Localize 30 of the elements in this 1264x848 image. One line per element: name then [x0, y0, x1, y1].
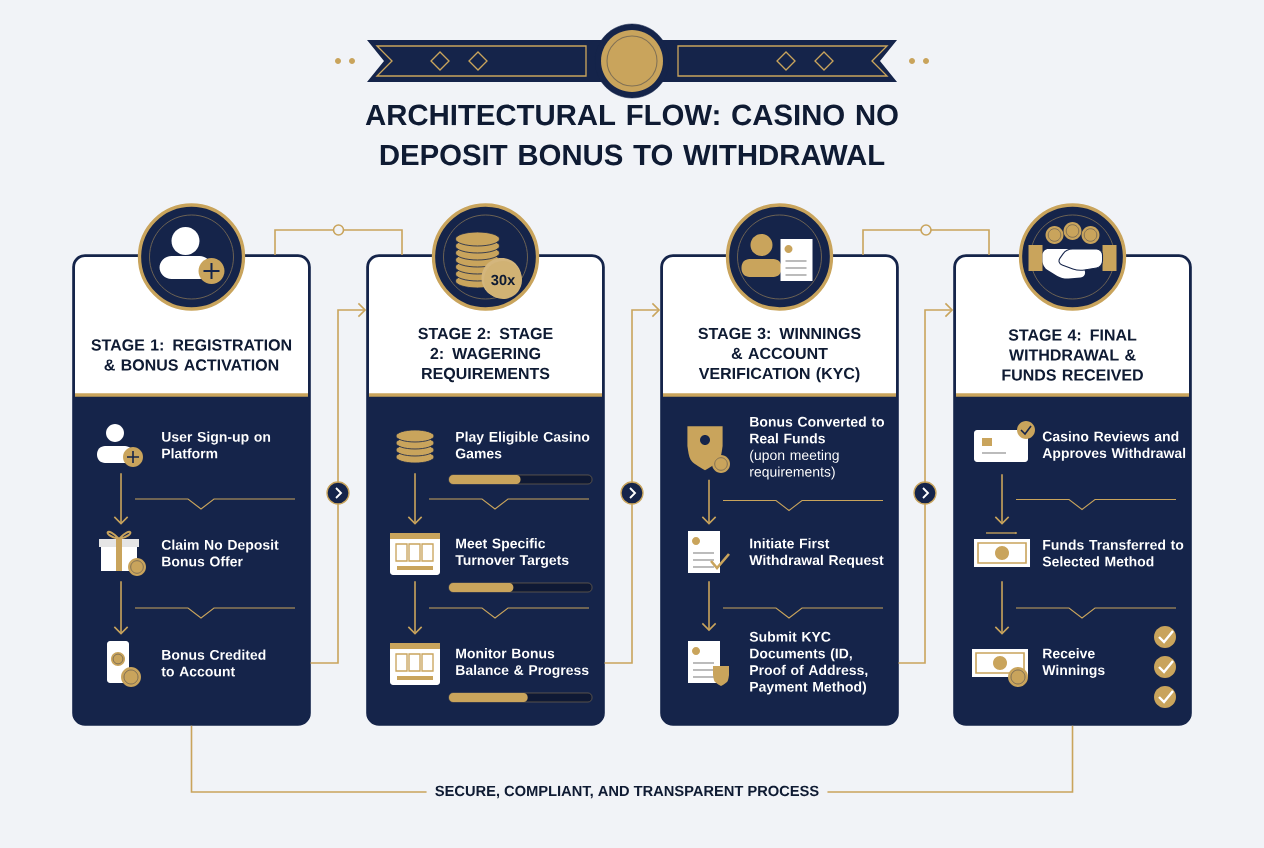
- step-text: User Sign-up on Platform: [162, 431, 271, 459]
- step-text: Funds Transferred to Selected Method: [1042, 539, 1184, 567]
- step-text: Receive Winnings: [1042, 648, 1105, 678]
- connector-line: [190, 725, 428, 793]
- step-text: Monitor Bonus Balance & Progress: [456, 648, 589, 678]
- connector-arrow: [407, 580, 423, 635]
- connector-line: [862, 224, 990, 256]
- step-text: Initiate First Withdrawal Request: [749, 538, 884, 568]
- connector-arrow: [701, 479, 717, 525]
- step-text: Play Eligible Casino Games: [455, 431, 590, 459]
- connector-arrow: [603, 302, 661, 664]
- title: ARCHITECTURAL FLOW: CASINO NO DEPOSIT BONUS TO WITHDRAWAL: [365, 104, 898, 166]
- step-text: Casino Reviews and Approves Withdrawal: [1042, 431, 1186, 461]
- footer-caption: SECURE, COMPLIANT, AND TRANSPARENT PROCESS: [426, 777, 828, 807]
- connector-line: [826, 725, 1074, 793]
- connector-arrow: [113, 580, 129, 635]
- step-text: Bonus Credited to Account: [161, 649, 266, 677]
- connector-arrow: [309, 302, 367, 664]
- step-text: Submit KYC Documents (ID, Proof of Address, Payment Method): [749, 631, 868, 695]
- multiplier-badge: 30x: [484, 261, 522, 299]
- connector-arrow: [897, 302, 954, 664]
- connector-arrow: [407, 472, 423, 525]
- connector-arrow: [113, 472, 129, 525]
- step-text: Meet Specific Turnover Targets: [455, 538, 569, 568]
- connector-line: [274, 224, 403, 256]
- step-text: Bonus Converted to Real Funds (upon meeting requirements): [750, 416, 885, 480]
- connector-arrow: [994, 473, 1010, 525]
- connector-arrow: [701, 580, 717, 632]
- connector-arrow: [994, 580, 1010, 635]
- step-text: Claim No Deposit Bonus Offer: [161, 539, 279, 567]
